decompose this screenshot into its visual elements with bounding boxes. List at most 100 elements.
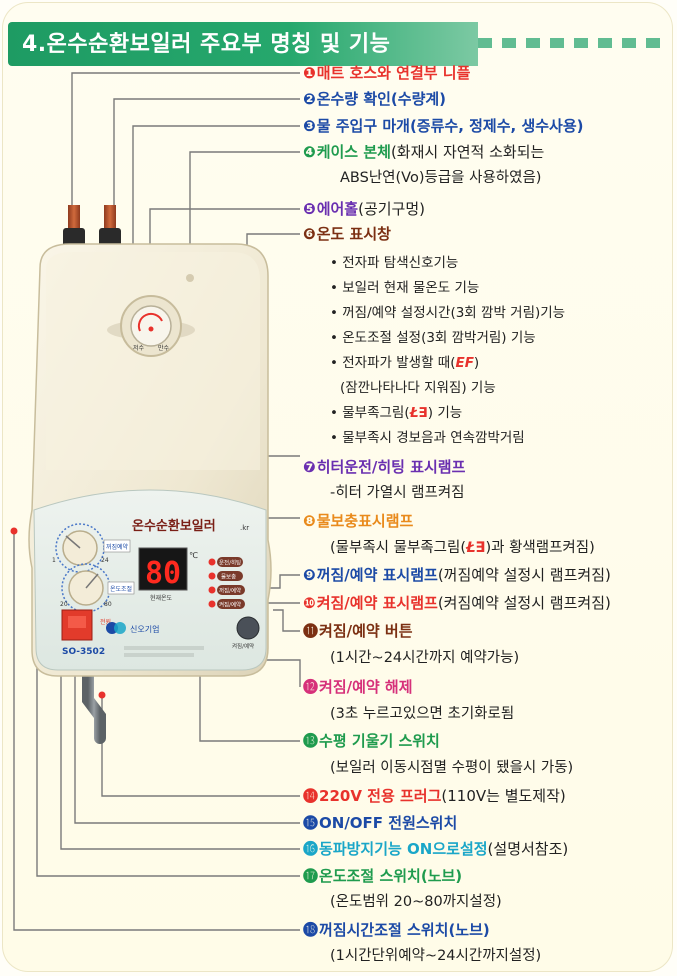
item-3-name: 물 주입구 마개(증류수, 정제수, 생수사용): [316, 117, 584, 135]
item-5: ❺에어홀(공기구멍): [303, 198, 425, 220]
leader-line-17: [36, 578, 300, 877]
svg-text:24: 24: [101, 557, 109, 564]
timer-knob: 1 24: [52, 523, 109, 573]
item-7: ❼히터운전/히팅 표시램프: [303, 456, 465, 478]
item-11-subline: (1시간~24시간까지 예약가능): [330, 650, 520, 666]
item-9-name: 꺼짐/예약 표시램프: [316, 566, 438, 584]
item-6-name: 온도 표시창: [316, 225, 391, 243]
item-10: ❿켜짐/예약 표시램프(켜짐예약 설정시 램프켜짐): [303, 592, 611, 614]
title-stripes: [478, 38, 668, 48]
bullet-3: • 꺼짐/예약 설정시간(3회 깜박 거림)기능: [330, 305, 566, 321]
air-hole: [186, 274, 194, 282]
svg-text:만수: 만수: [158, 344, 170, 352]
leader-line-3: [132, 125, 300, 280]
leader-dot-18: [10, 527, 18, 535]
item-8: ❽물보충표시램프: [303, 510, 413, 532]
item-1: ❶매트 호스와 연결부 니플: [303, 62, 470, 84]
temperature-display: 80 ℃ 현재온도: [138, 547, 198, 602]
item-7-subline: -히터 가열시 램프켜짐: [330, 485, 465, 501]
leader-line-16: [60, 634, 300, 850]
item-16-desc: (설명서참조): [487, 840, 569, 858]
bullet-4: • 온도조절 설정(3회 깜박거림) 기능: [330, 330, 536, 346]
svg-text:켜짐/예약: 켜짐/예약: [232, 642, 254, 650]
reserve-button: 켜짐/예약: [232, 616, 260, 650]
brand-label: 온수순환보일러: [132, 518, 216, 534]
bullet-7-code: Ł∃: [409, 405, 428, 421]
item-9-number: ❾: [303, 566, 316, 584]
item-4-desc: (화재시 자연적 소화되는: [390, 143, 545, 161]
item-15: ⓯ON/OFF 전원스위치: [303, 812, 457, 834]
company-logo: 신오기업: [106, 622, 159, 634]
power-switch: 전원: [61, 609, 111, 641]
item-12-number: ⓬: [303, 678, 319, 696]
svg-text:1: 1: [52, 557, 56, 564]
svg-text:현재온도: 현재온도: [150, 594, 173, 602]
item-5-desc: (공기구멍): [358, 200, 426, 218]
item-8-name: 물보충표시램프: [316, 512, 414, 530]
svg-text:온도조절: 온도조절: [110, 585, 132, 593]
item-6: ❻온도 표시창: [303, 223, 391, 245]
item-4: ❹케이스 본체(화재시 자연적 소화되는: [303, 141, 544, 163]
item-8-subline: (물부족시 물부족그림(Ł∃)과 황색램프켜짐): [330, 540, 595, 556]
item-4-subline: ABS난연(Vo)등급을 사용하였음): [340, 170, 542, 186]
svg-text:저수: 저수: [133, 344, 145, 352]
leader-line-18: [13, 531, 300, 931]
item-3: ❸물 주입구 마개(증류수, 정제수, 생수사용): [303, 115, 584, 137]
item-16: ⓰동파방지기능 ON으로설정(설명서참조): [303, 838, 568, 860]
item-12-name: 켜짐/예약 해제: [319, 678, 413, 696]
item-2-number: ❷: [303, 90, 316, 108]
item-17: ⓱온도조절 스위치(노브): [303, 865, 462, 887]
svg-text:20: 20: [60, 601, 68, 608]
item-10-name: 켜짐/예약 표시램프: [316, 594, 438, 612]
item-13-number: ⓭: [303, 732, 319, 750]
item-13: ⓭수평 기울기 스위치: [303, 730, 440, 752]
item-15-name: ON/OFF 전원스위치: [319, 814, 458, 832]
item-15-number: ⓯: [303, 814, 319, 832]
item-7-name: 히터운전/히팅 표시램프: [316, 458, 466, 476]
item-1-number: ❶: [303, 64, 316, 82]
item-1-name: 매트 호스와 연결부 니플: [316, 64, 471, 82]
item-18: ⓲꺼짐시간조절 스위치(노브): [303, 919, 490, 941]
svg-text:꺼짐/예약: 꺼짐/예약: [219, 587, 241, 595]
item-4-name: 케이스 본체: [316, 143, 391, 161]
bullet-8: • 물부족시 경보음과 연속깜박거림: [330, 430, 525, 446]
item-18-number: ⓲: [303, 921, 319, 939]
item-2: ❷온수량 확인(수량계): [303, 88, 446, 110]
bullet-6: (잠깐나타나다 지워짐) 기능: [340, 380, 496, 396]
item-17-subline: (온도범위 20~80까지설정): [330, 894, 502, 910]
svg-text:켜짐/예약: 켜짐/예약: [219, 601, 241, 609]
item-13-subline: (보일러 이동시점멸 수평이 됐을시 가동): [330, 760, 574, 776]
leader-line-1: [71, 72, 300, 240]
model-label: SO-3502: [62, 647, 105, 657]
svg-text:꺼짐예약: 꺼짐예약: [106, 543, 129, 551]
svg-text:신오기업: 신오기업: [130, 625, 159, 634]
title-bar: [8, 22, 478, 66]
item-5-number: ❺: [303, 200, 316, 218]
item-7-number: ❼: [303, 458, 316, 476]
item-14-name: 220V 전용 프러그: [319, 787, 442, 805]
item-11-number: ⓫: [303, 622, 319, 640]
item-8-code: Ł∃: [465, 540, 486, 556]
item-4-number: ❹: [303, 143, 316, 161]
leader-line-2: [113, 98, 300, 240]
item-5-name: 에어홀: [316, 200, 359, 218]
item-13-name: 수평 기울기 스위치: [319, 732, 440, 750]
leader-line-15: [74, 625, 300, 824]
item-6-number: ❻: [303, 225, 316, 243]
item-12: ⓬켜짐/예약 해제: [303, 676, 413, 698]
item-16-number: ⓰: [303, 840, 319, 858]
item-8-number: ❽: [303, 512, 316, 530]
item-14: ⓮220V 전용 프러그(110V는 별도제작): [303, 785, 566, 807]
item-14-number: ⓮: [303, 787, 319, 805]
bullet-2: • 보일러 현재 물온도 기능: [330, 280, 480, 296]
svg-text:운전/히팅: 운전/히팅: [219, 559, 241, 567]
leader-line-11: [273, 609, 300, 632]
item-18-name: 꺼짐시간조절 스위치(노브): [319, 921, 490, 939]
item-16-name: 동파방지기능 ON으로설정: [319, 840, 488, 858]
item-10-desc: (켜짐예약 설정시 램프켜짐): [437, 594, 611, 612]
indicator-lamps: 운전/히팅 물보충 꺼짐/예약 켜짐/예약: [208, 557, 245, 609]
item-11: ⓫켜짐/예약 버튼: [303, 620, 413, 642]
item-11-name: 켜짐/예약 버튼: [319, 622, 413, 640]
